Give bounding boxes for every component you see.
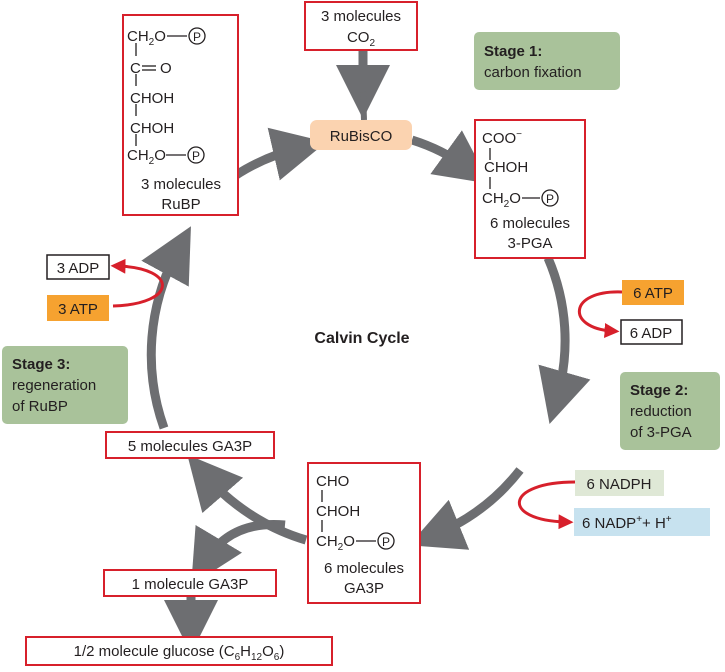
stage-1-box: Stage 1: carbon fixation xyxy=(474,32,620,90)
rubp-line-3: CHOH xyxy=(130,90,174,107)
rubp-box xyxy=(122,14,239,216)
stage-2-name: Stage 2: xyxy=(630,382,688,399)
pga-label-2: 3-PGA xyxy=(507,235,552,252)
rubp-phosphate-1 xyxy=(188,27,206,45)
ga3p-phosphate xyxy=(377,532,395,550)
ga3p-label-1: 6 molecules xyxy=(324,560,404,577)
pga-molecule: COO− CHOH CH2O P 6 molecules 3-PGA xyxy=(474,119,586,259)
arrow-stage2-atp-to-adp xyxy=(578,290,623,338)
pga-line-1: COO− xyxy=(482,129,522,147)
one-ga3p: 1 molecule GA3P xyxy=(103,569,277,597)
pga-box xyxy=(474,119,586,259)
stage3-adp: 3 ADP xyxy=(46,254,110,280)
stage-1-desc: carbon fixation xyxy=(484,64,582,81)
svg-text:6 ADP: 6 ADP xyxy=(630,325,673,342)
rubisco-box xyxy=(310,120,412,150)
rubp-label-2: RuBP xyxy=(161,196,200,213)
arc-five-to-rubp xyxy=(141,226,191,430)
stage2-atp: 6 ATP xyxy=(622,280,684,305)
glucose-output: 1/2 molecule glucose (C6H12O6) xyxy=(25,636,333,666)
stage-2-box: Stage 2: reduction of 3-PGA xyxy=(620,372,720,450)
nadp-label: 6 NADP++ H+ xyxy=(574,508,710,536)
arc-ga3p-to-five xyxy=(187,454,308,545)
svg-text:6 ATP: 6 ATP xyxy=(633,285,673,302)
rubp-line-1: CH2O xyxy=(127,28,166,48)
pga-line-3: CH2O xyxy=(482,190,521,210)
pga-line-2: CHOH xyxy=(484,159,528,176)
stage-3-name: Stage 3: xyxy=(12,356,70,373)
rubp-line-5: CH2O xyxy=(127,147,166,167)
arrow-nadph-to-nadp xyxy=(518,480,576,530)
cycle-title: Calvin Cycle xyxy=(314,330,409,347)
rubp-label-1: 3 molecules xyxy=(141,176,221,193)
ga3p-line-1: CHO xyxy=(316,473,349,490)
arc-branch-to-one xyxy=(191,519,286,586)
co2-input: 3 molecules CO2 xyxy=(304,1,418,51)
red-arrows xyxy=(110,258,623,530)
ga3p-line-3: CH2O xyxy=(316,533,355,553)
ga3p-bonds xyxy=(321,490,395,550)
cycle-arrows xyxy=(141,50,591,654)
stage-3-desc-1: regeneration xyxy=(12,377,96,394)
co2-box xyxy=(304,1,418,51)
rubp-line-2-o: O xyxy=(160,60,172,77)
rubp-bonds xyxy=(135,27,206,164)
five-ga3p: 5 molecules GA3P xyxy=(105,431,275,459)
ga3p-p-label: P xyxy=(382,535,390,549)
arrow-co2-rubisco-stem xyxy=(360,91,367,121)
rubp-phosphate-2 xyxy=(187,146,205,164)
rubisco-enzyme: RuBisCO xyxy=(310,120,412,150)
arc-rubisco-to-pga xyxy=(410,130,490,184)
arc-pga-to-ga3p xyxy=(538,256,591,424)
svg-text:1/2 molecule glucose (C6H12O6): 1/2 molecule glucose (C6H12O6) xyxy=(74,643,285,663)
pga-bonds xyxy=(489,148,559,207)
ga3p-line-2: CHOH xyxy=(316,503,360,520)
rubp-line-4: CHOH xyxy=(130,120,174,137)
arc-to-six-ga3p xyxy=(409,467,524,550)
svg-text:1 molecule GA3P: 1 molecule GA3P xyxy=(132,576,249,593)
co2-line1: 3 molecules xyxy=(321,8,401,25)
ga3p-molecule: CHO CHOH CH2O P 6 molecules GA3P xyxy=(307,462,421,604)
pga-phosphate xyxy=(541,189,559,207)
rubp-molecule: CH2O P C O CHOH CHOH CH2O P 3 molecules … xyxy=(122,14,239,216)
svg-text:5 molecules GA3P: 5 molecules GA3P xyxy=(128,438,252,455)
stage3-atp: 3 ATP xyxy=(47,295,109,321)
svg-text:3 ATP: 3 ATP xyxy=(58,301,98,318)
ga3p-label-2: GA3P xyxy=(344,580,384,597)
pga-label-1: 6 molecules xyxy=(490,215,570,232)
stage-3-desc-2: of RuBP xyxy=(12,398,68,415)
stage2-adp: 6 ADP xyxy=(620,319,683,345)
rubp-line-2: C xyxy=(130,60,141,77)
rubisco-label: RuBisCO xyxy=(330,128,393,145)
arrow-stage3-atp-to-adp xyxy=(110,258,164,308)
ga3p-box xyxy=(307,462,421,604)
co2-line2: CO2 xyxy=(347,29,376,49)
stage-2-desc-2: of 3-PGA xyxy=(630,424,692,441)
svg-text:6 NADPH: 6 NADPH xyxy=(586,476,651,493)
svg-text:6 NADP++ H+: 6 NADP++ H+ xyxy=(582,514,672,532)
stage-3-box: Stage 3: regeneration of RuBP xyxy=(2,346,128,424)
rubp-p1-label: P xyxy=(193,30,201,44)
pga-p-label: P xyxy=(546,192,554,206)
stage-2-desc-1: reduction xyxy=(630,403,692,420)
svg-text:3 ADP: 3 ADP xyxy=(57,260,100,277)
stage-1-name: Stage 1: xyxy=(484,43,542,60)
rubp-p2-label: P xyxy=(192,149,200,163)
nadph-label: 6 NADPH xyxy=(575,470,664,496)
